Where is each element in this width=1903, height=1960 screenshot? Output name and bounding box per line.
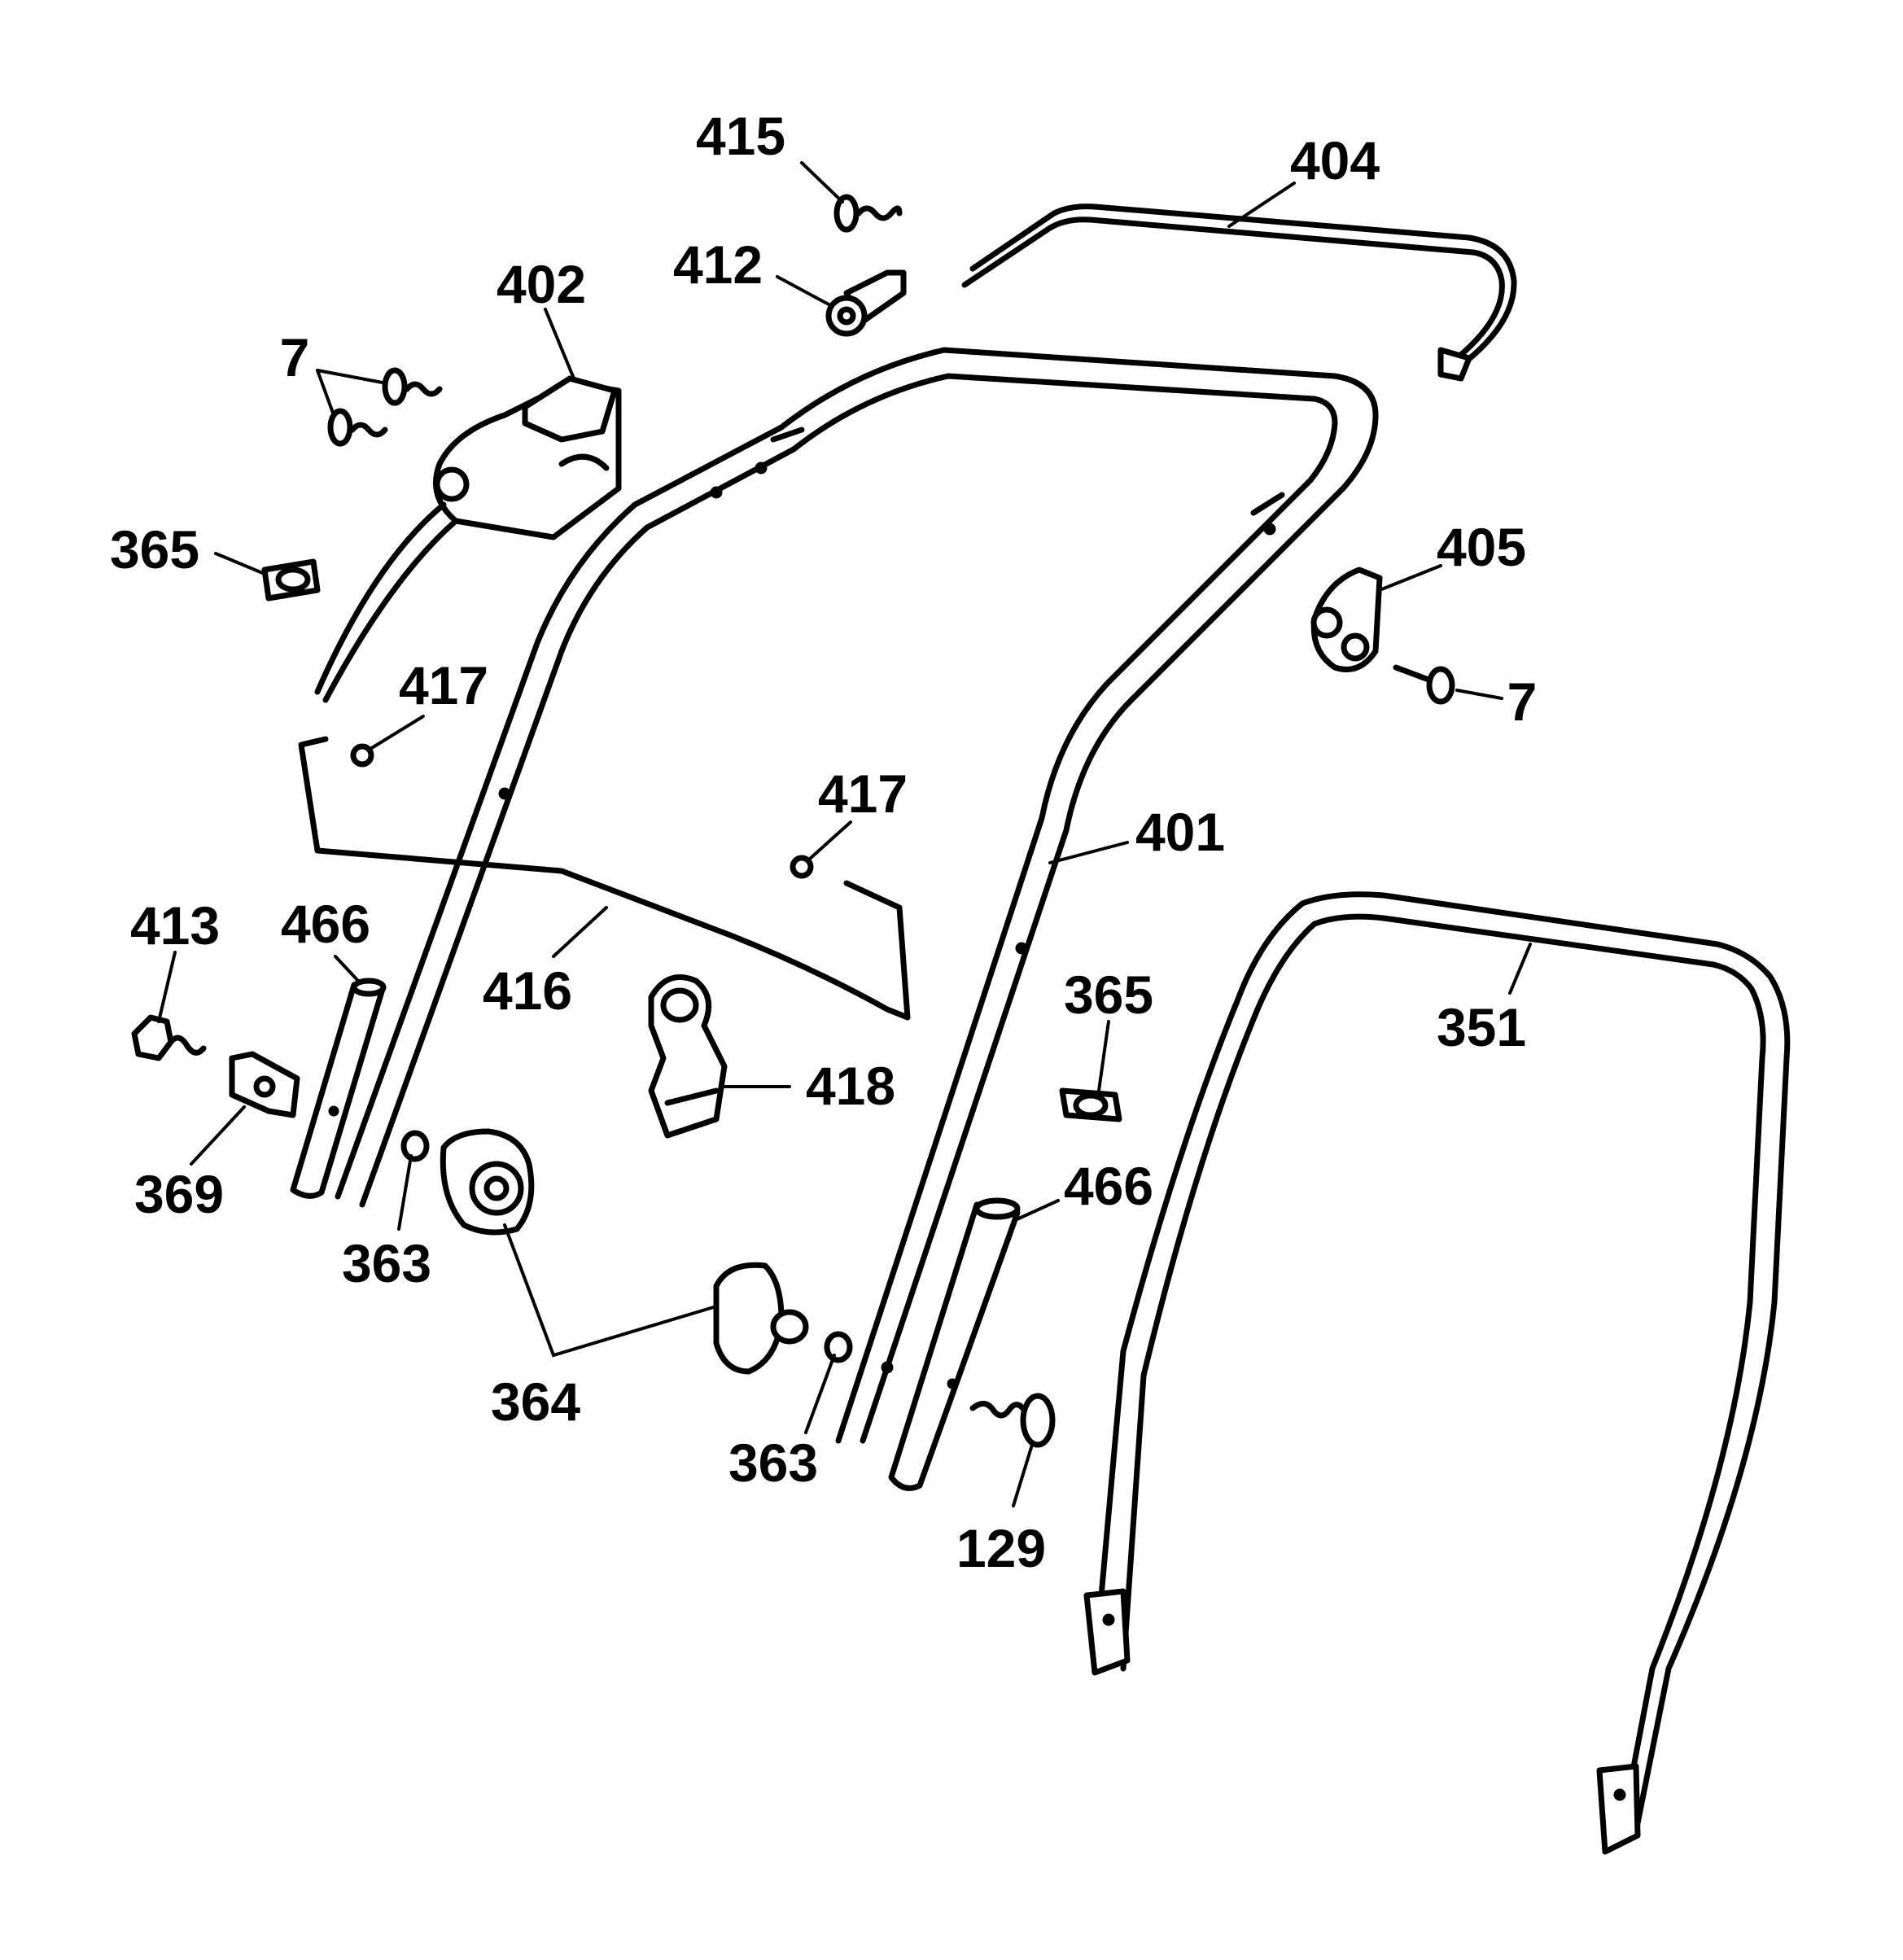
part-363-spacers (400, 1130, 853, 1363)
label-466-right: 466 (1064, 1156, 1153, 1216)
part-number-labels: 415 404 412 402 7 365 405 7 417 417 401 … (110, 106, 1537, 1578)
label-418: 418 (806, 1056, 895, 1116)
part-369-clip (229, 1051, 300, 1118)
label-7-top: 7 (280, 327, 310, 387)
part-129-bolt (969, 1393, 1056, 1448)
label-365-left: 365 (110, 519, 199, 580)
label-404: 404 (1290, 130, 1380, 190)
label-416: 416 (483, 960, 572, 1021)
label-363-left: 363 (342, 1233, 431, 1293)
label-129: 129 (956, 1518, 1046, 1578)
part-416-drive-rod (298, 736, 911, 1021)
label-412: 412 (673, 234, 763, 295)
part-405-cable-clamp (1310, 567, 1383, 672)
label-413: 413 (130, 895, 220, 956)
label-364: 364 (491, 1372, 580, 1432)
leader-lines (157, 161, 1532, 1507)
part-466-tube-left (290, 978, 387, 1199)
part-402-control-housing (314, 375, 622, 703)
label-7-right: 7 (1507, 672, 1538, 732)
part-418-bracket (648, 974, 728, 1139)
label-363-right: 363 (728, 1433, 818, 1493)
label-402: 402 (497, 254, 586, 314)
part-412-cable-nipple (825, 269, 907, 337)
label-401: 401 (1135, 802, 1225, 862)
label-417-left: 417 (399, 655, 488, 715)
part-466-tube-right (888, 1197, 1021, 1491)
part-415-screw (833, 194, 903, 233)
label-417-mid: 417 (818, 763, 908, 824)
label-365-mid: 365 (1064, 965, 1153, 1025)
part-404-control-rod (961, 203, 1517, 382)
part-364-handle-knobs (440, 1128, 809, 1375)
label-351: 351 (1437, 997, 1526, 1057)
part-413-knob-bolt (131, 1014, 207, 1061)
label-415: 415 (696, 106, 785, 166)
part-365-clip-mid (1059, 1087, 1122, 1122)
label-405: 405 (1437, 517, 1526, 577)
label-466-left: 466 (281, 894, 370, 954)
part-7-screw-right (1393, 664, 1455, 705)
part-7-screws-top (327, 367, 443, 447)
part-401-upper-handle (335, 347, 1379, 1444)
part-417-washers (350, 743, 814, 879)
label-369: 369 (134, 1164, 224, 1224)
part-365-clip-left (261, 558, 321, 602)
part-351-lower-handle (1083, 891, 1791, 1855)
